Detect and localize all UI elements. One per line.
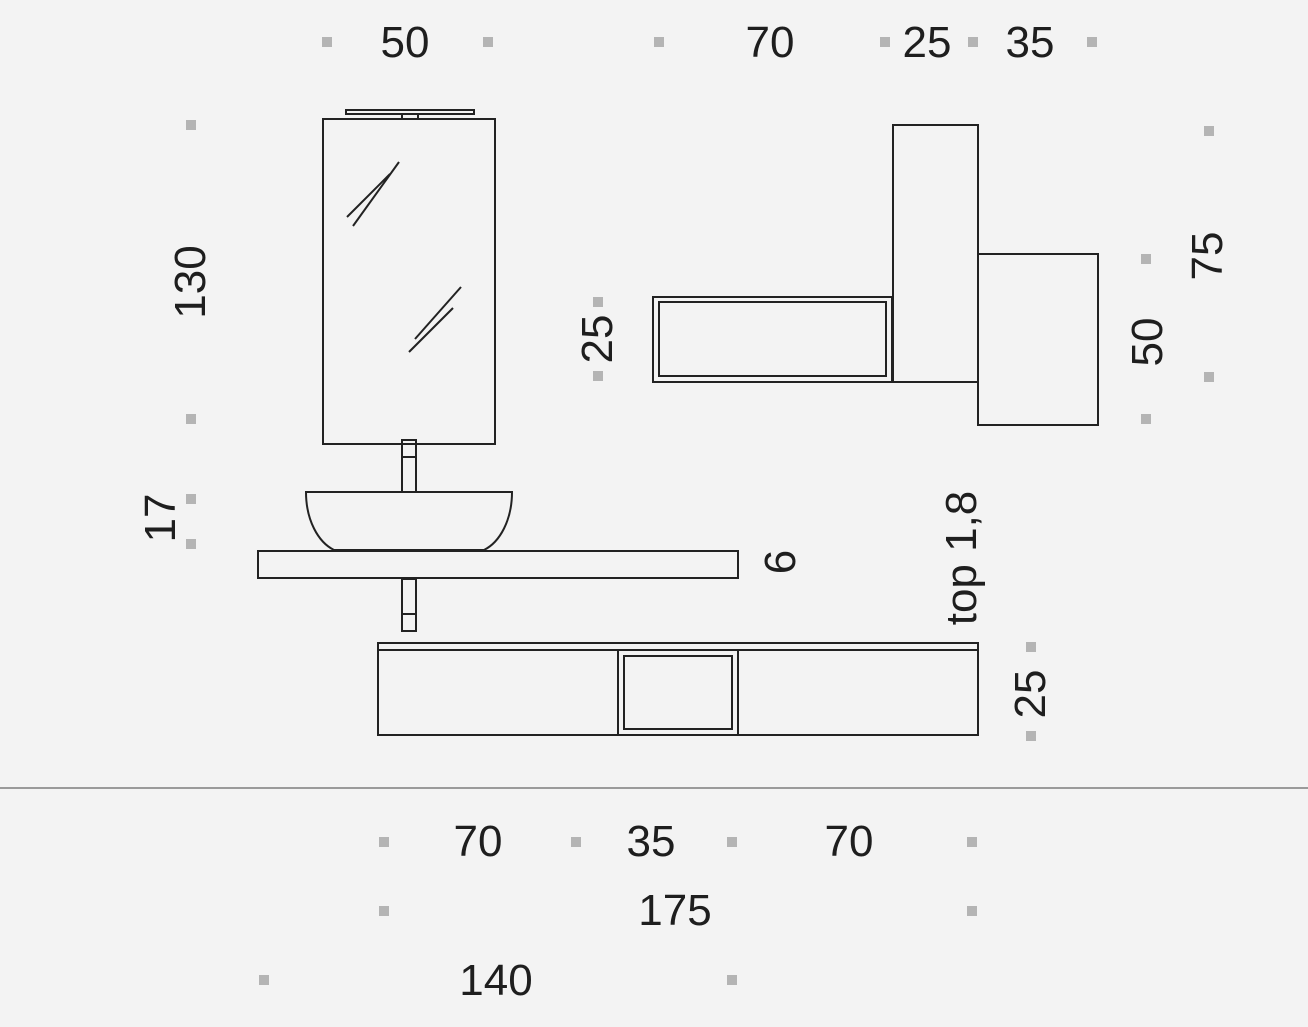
mirror-lamp [345, 109, 475, 115]
open-box-inner [623, 655, 733, 730]
bottom-row-3-markers [259, 975, 737, 985]
drain-pipe [401, 578, 417, 632]
dimension-marker [593, 371, 603, 381]
mirror-reflection-line [352, 161, 400, 227]
tall-wall-unit [892, 124, 979, 383]
dimension-marker [186, 494, 196, 504]
dimension-marker [1204, 372, 1214, 382]
dimension-marker [967, 837, 977, 847]
dimension-marker [186, 120, 196, 130]
dimension-marker [186, 414, 196, 424]
dimension-marker [593, 297, 603, 307]
bottom-row-1-markers [379, 837, 977, 847]
dimension-marker [1026, 731, 1036, 741]
mirror [322, 109, 496, 445]
mirror-reflection-line [408, 307, 454, 353]
dimension-marker [1026, 642, 1036, 652]
dimension-marker [654, 37, 664, 47]
dimension-marker [727, 837, 737, 847]
dimension-marker [1141, 414, 1151, 424]
dimension-marker [379, 906, 389, 916]
dimension-marker [880, 37, 890, 47]
washbasin [304, 491, 514, 551]
mirror-reflection-line [346, 173, 391, 218]
dim-tall-unit-width: 25 [903, 18, 952, 67]
dim-shelf-total: 140 [459, 956, 532, 1005]
wall-unit-inner [658, 301, 887, 377]
mirror-frame [322, 118, 496, 445]
dimension-marker [483, 37, 493, 47]
dimension-marker [322, 37, 332, 47]
dimension-marker [1087, 37, 1097, 47]
dim-basin-height: 17 [136, 494, 185, 543]
dim-box-unit-height: 50 [1123, 318, 1172, 367]
wall-unit-frame [652, 296, 893, 383]
dim-mirror-height: 130 [166, 245, 215, 318]
faucet [401, 439, 417, 632]
dim-wall-unit-width: 70 [746, 18, 795, 67]
mirror-reflection-line [414, 286, 462, 340]
wall-unit-markers [593, 126, 1214, 424]
basin-shelf [257, 550, 739, 579]
mirror-height-markers [186, 120, 196, 424]
basin-height-markers [186, 494, 196, 549]
dim-tall-unit-height: 75 [1183, 232, 1232, 281]
faucet-pipe [401, 439, 417, 493]
dim-left-drawer: 70 [454, 817, 503, 866]
dimension-marker [968, 37, 978, 47]
dimension-marker [967, 906, 977, 916]
box-wall-unit [977, 253, 1099, 426]
base-unit [377, 642, 979, 736]
dim-mirror-width: 50 [381, 18, 430, 67]
dimension-marker [186, 539, 196, 549]
dimension-marker [1141, 254, 1151, 264]
dimension-marker [1204, 126, 1214, 136]
dim-open-box: 35 [627, 817, 676, 866]
dim-wall-unit-height: 25 [573, 315, 622, 364]
top-dimension-markers [322, 37, 1097, 47]
dim-box-unit-width: 35 [1006, 18, 1055, 67]
dim-top-thickness: top 1,8 [937, 491, 986, 626]
dim-right-drawer: 70 [825, 817, 874, 866]
wall-units [652, 124, 1099, 426]
dimension-marker [571, 837, 581, 847]
dimension-marker [727, 975, 737, 985]
bottom-row-2-markers [379, 906, 977, 916]
dimension-marker [379, 837, 389, 847]
base-unit-height-markers [1026, 642, 1036, 741]
dim-shelf-thickness: 6 [756, 550, 805, 574]
dim-base-unit-height: 25 [1006, 670, 1055, 719]
dimension-marker [259, 975, 269, 985]
base-unit-top [377, 642, 979, 651]
dim-base-total: 175 [638, 886, 711, 935]
base-unit-body [377, 649, 979, 736]
